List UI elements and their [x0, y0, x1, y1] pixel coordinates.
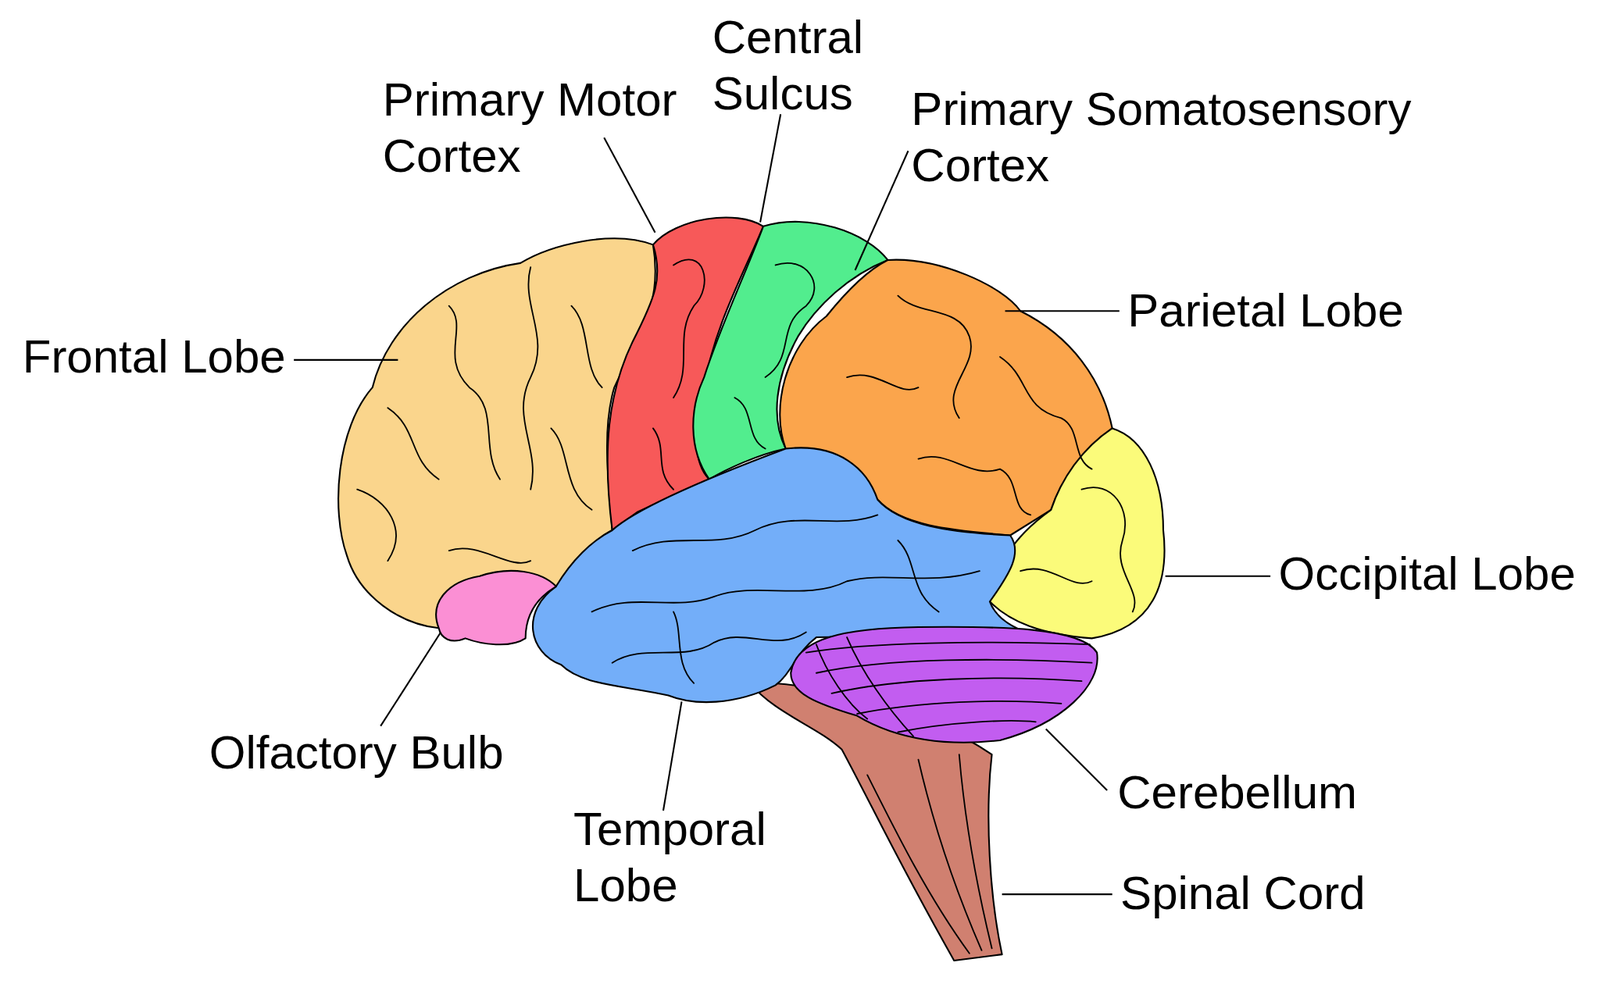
region-label: Olfactory Bulb: [209, 725, 597, 782]
gyrus-line: [653, 428, 674, 490]
region-label: Temporal Lobe: [573, 801, 818, 915]
leader-line: [1165, 575, 1272, 578]
gyrus-line: [673, 611, 694, 683]
gyrus-line: [1000, 357, 1093, 470]
region-label: Primary Motor Cortex: [382, 71, 750, 185]
gyrus-line: [449, 306, 500, 480]
gyrus-line: [357, 489, 397, 561]
gyrus-line: [918, 457, 1032, 516]
cerebellum-region: [790, 627, 1097, 743]
leader-line: [760, 114, 781, 222]
gyrus-line: [1020, 568, 1092, 583]
gyrus-line: [897, 540, 939, 612]
region-label: Spinal Cord: [1120, 865, 1427, 922]
cerebellum-fold: [846, 637, 914, 737]
cerebellum-fold: [806, 642, 1090, 654]
olfactory-bulb-region: [435, 571, 557, 645]
region-label: Primary Somatosensory Cortex: [910, 81, 1483, 194]
gyrus-line: [846, 375, 918, 390]
region-label: Cerebellum: [1117, 764, 1444, 822]
gyrus-line: [387, 407, 439, 479]
cerebellum-folia: [806, 637, 1093, 737]
gyrus-line: [449, 548, 531, 563]
gyri-lines: [357, 259, 1135, 683]
cerebellum-fold: [816, 644, 868, 719]
cerebellum-fold: [897, 721, 1036, 733]
leader-line: [1005, 310, 1120, 312]
spinal-cord-stripe: [867, 775, 970, 954]
gyrus-line: [632, 514, 878, 551]
leader-line: [380, 632, 441, 727]
region-label: Frontal Lobe: [22, 328, 390, 386]
occipital-lobe-region: [989, 428, 1165, 639]
spinal-cord-stripe: [959, 754, 993, 949]
cerebellum-fold: [857, 701, 1061, 715]
gyrus-line: [523, 267, 538, 490]
leader-line: [663, 701, 683, 811]
leader-line: [603, 137, 655, 233]
leader-line: [1002, 893, 1113, 896]
leader-line: [855, 150, 909, 271]
gyrus-line: [571, 306, 602, 388]
region-label: Parietal Lobe: [1127, 282, 1557, 340]
gyrus-line: [673, 259, 705, 398]
gyrus-line: [1081, 487, 1135, 612]
cerebellum-fold: [816, 660, 1093, 674]
gyrus-line: [765, 263, 815, 378]
cerebellum-fold: [831, 678, 1082, 693]
gyrus-line: [897, 296, 972, 419]
leader-line: [1046, 729, 1108, 791]
region-label: Occipital Lobe: [1278, 546, 1600, 603]
gyrus-line: [550, 428, 592, 510]
gyrus-line: [592, 571, 980, 612]
leader-line: [293, 359, 398, 361]
gyrus-line: [612, 632, 807, 664]
region-label: Central Sulcus: [712, 9, 937, 122]
gyrus-line: [734, 397, 765, 449]
